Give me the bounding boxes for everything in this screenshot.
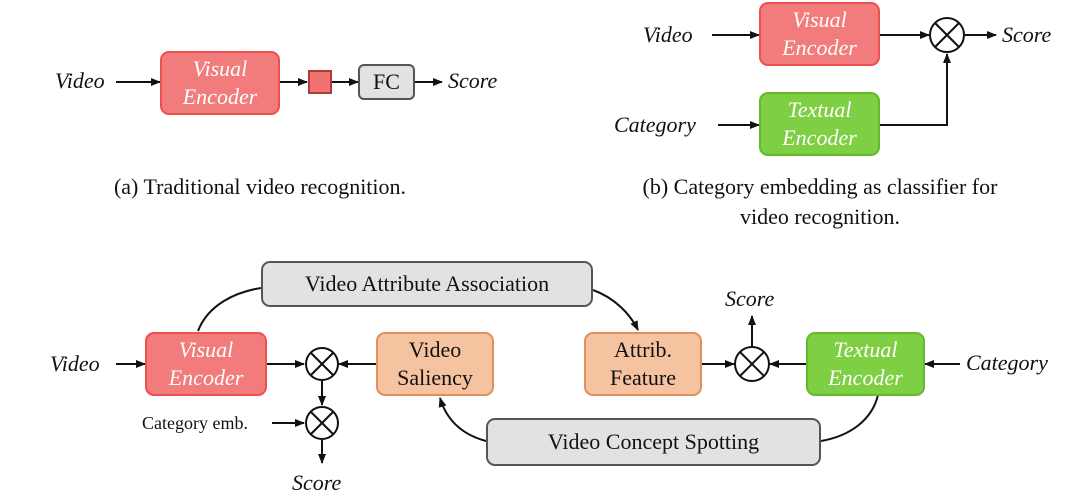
saliency-line-1: Video bbox=[408, 337, 462, 362]
encoder-line-1: Textual bbox=[787, 97, 852, 122]
video-concept-spotting-box: Video Concept Spotting bbox=[486, 418, 821, 466]
attrib-line-1: Attrib. bbox=[613, 337, 673, 362]
panel-c-score-bottom-label: Score bbox=[292, 470, 342, 495]
multiply-circle-icon bbox=[305, 347, 339, 381]
panel-a-video-label: Video bbox=[55, 68, 105, 93]
encoder-line-2: Encoder bbox=[182, 84, 258, 109]
panel-b-video-label: Video bbox=[643, 22, 693, 47]
caption-line-1: (b) Category embedding as classifier for bbox=[642, 174, 998, 199]
panel-c-score-top-label: Score bbox=[725, 286, 775, 311]
panel-c-visual-encoder: Visual Encoder bbox=[145, 332, 267, 396]
encoder-line-1: Visual bbox=[178, 337, 234, 362]
video-saliency-box: Video Saliency bbox=[376, 332, 494, 396]
panel-b-textual-encoder: Textual Encoder bbox=[759, 92, 880, 156]
multiply-circle-icon bbox=[734, 346, 770, 382]
panel-a-caption: (a) Traditional video recognition. bbox=[113, 174, 407, 199]
panel-b-caption: (b) Category embedding as classifier for… bbox=[585, 172, 1055, 232]
encoder-line-2: Encoder bbox=[828, 365, 903, 390]
multiply-circle-icon bbox=[929, 17, 965, 53]
saliency-line-2: Saliency bbox=[397, 365, 473, 390]
attrib-feature-box: Attrib. Feature bbox=[584, 332, 702, 396]
panel-b-category-label: Category bbox=[614, 112, 696, 137]
multiply-circle-icon bbox=[305, 406, 339, 440]
panel-c-category-label: Category bbox=[966, 350, 1048, 375]
panel-a-fc-box: FC bbox=[358, 64, 415, 100]
curve-c-textual-spotting bbox=[820, 394, 879, 442]
panel-b-score-label: Score bbox=[1002, 22, 1052, 47]
category-emb-label: Category emb. bbox=[142, 413, 248, 433]
panel-a-feature-square bbox=[308, 70, 332, 94]
panel-c-video-label: Video bbox=[50, 351, 100, 376]
panel-a-visual-encoder: Visual Encoder bbox=[160, 51, 280, 115]
encoder-line-1: Textual bbox=[833, 337, 898, 362]
encoder-line-2: Encoder bbox=[782, 125, 857, 150]
curve-c-association-attrib bbox=[592, 289, 639, 331]
caption-line-2: video recognition. bbox=[739, 204, 901, 229]
curve-c-encoder-association bbox=[197, 287, 262, 332]
video-attribute-association-box: Video Attribute Association bbox=[261, 261, 593, 307]
attrib-line-2: Feature bbox=[610, 365, 676, 390]
encoder-line-2: Encoder bbox=[168, 365, 244, 390]
panel-c-textual-encoder: Textual Encoder bbox=[806, 332, 925, 396]
panel-a-score-label: Score bbox=[448, 68, 498, 93]
encoder-line-2: Encoder bbox=[782, 35, 857, 60]
curve-c-spotting-saliency bbox=[438, 397, 487, 442]
arrow-b-textual-mult bbox=[880, 53, 951, 126]
encoder-line-1: Visual bbox=[192, 56, 248, 81]
encoder-line-1: Visual bbox=[792, 7, 847, 32]
panel-b-visual-encoder: Visual Encoder bbox=[759, 2, 880, 66]
